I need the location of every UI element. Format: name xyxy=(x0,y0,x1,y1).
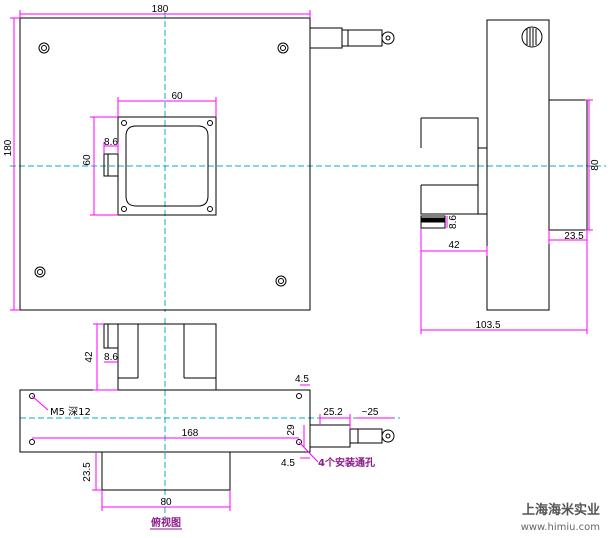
edge-dim-top: 4.5 xyxy=(295,374,309,385)
plate-dim: 29 xyxy=(286,424,297,436)
mount-holes-label: 4个安装通孔 xyxy=(318,456,375,469)
bottom-connector-width-dim: 8.6 xyxy=(104,352,118,363)
front-width-dim: 180 xyxy=(152,4,169,15)
rod-dim-b: ~25 xyxy=(362,407,379,418)
side-body xyxy=(486,19,550,311)
side-knob-icon xyxy=(521,26,543,48)
bottom-view xyxy=(19,323,395,491)
front-view xyxy=(19,17,395,311)
bottom-base xyxy=(101,451,231,491)
thread-label: M5 深12 xyxy=(50,406,91,418)
side-view xyxy=(420,19,588,311)
window-height-dim: 60 xyxy=(82,154,93,166)
edge-dim-bottom: 4.5 xyxy=(281,458,295,469)
view-name-label: 俯视图 xyxy=(151,516,181,529)
bottom-connector xyxy=(103,323,119,349)
front-connector-dim: 8.6 xyxy=(104,137,118,148)
hole-icon xyxy=(296,393,302,399)
side-connector-dim: 8.6 xyxy=(448,215,459,229)
front-plate xyxy=(19,17,311,311)
side-height-dim: 80 xyxy=(590,159,601,171)
side-depth-dim: 42 xyxy=(448,240,460,251)
hole-icon xyxy=(29,393,35,399)
company-name: 上海海米实业 xyxy=(522,502,600,518)
side-housing xyxy=(548,99,588,231)
bottom-housing xyxy=(117,323,217,391)
front-connector xyxy=(103,153,119,177)
dimension-lines xyxy=(10,10,593,511)
hole-icon xyxy=(29,439,35,445)
side-offset-dim: 23.5 xyxy=(564,231,584,242)
base-height-dim: 23.5 xyxy=(82,462,93,482)
side-total-dim: 103.5 xyxy=(475,320,500,331)
front-cable-rod xyxy=(309,27,395,49)
company-website: www.himiu.com xyxy=(521,522,600,533)
front-screw-icon xyxy=(34,42,289,287)
base-width-dim: 80 xyxy=(160,497,172,508)
bottom-connector-height-dim: 42 xyxy=(84,351,95,363)
front-height-dim: 180 xyxy=(3,139,14,156)
hole-icon xyxy=(296,439,302,445)
window-width-dim: 60 xyxy=(171,91,183,102)
rod-dim-a: 25.2 xyxy=(323,407,343,418)
center-lines xyxy=(10,12,606,518)
hole-spacing-dim: 168 xyxy=(182,428,199,439)
bottom-cable-rod xyxy=(309,424,395,448)
